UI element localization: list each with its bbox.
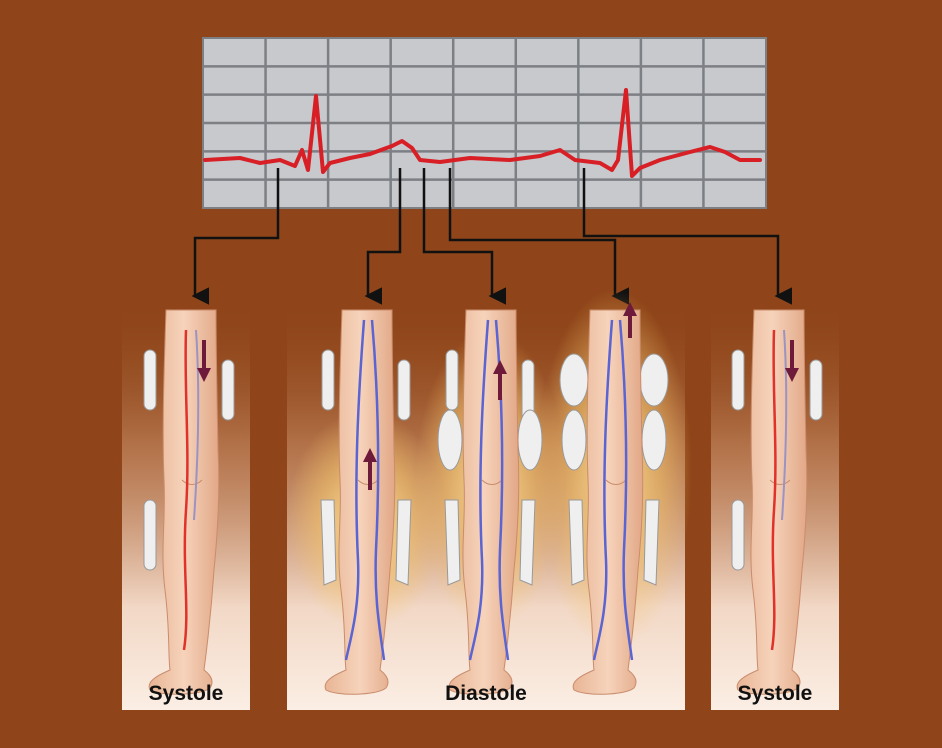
phase-label-systole-right: Systole xyxy=(738,682,813,705)
compression-cuff-inflated xyxy=(569,500,584,585)
compression-cuff xyxy=(732,500,744,570)
compression-cuff-inflated xyxy=(321,500,336,585)
compression-cuff xyxy=(810,360,822,420)
compression-cuff xyxy=(322,350,334,410)
compression-cuff xyxy=(144,350,156,410)
compression-cuff-inflated xyxy=(640,354,668,406)
compression-cuff-inflated xyxy=(445,500,460,585)
compression-cuff xyxy=(398,360,410,420)
compression-cuff xyxy=(222,360,234,420)
compression-cuff-inflated xyxy=(520,500,535,585)
compression-cuff xyxy=(446,350,458,410)
compression-cuff xyxy=(732,350,744,410)
compression-cuff xyxy=(144,500,156,570)
compression-cuff-inflated xyxy=(396,500,411,585)
compression-cuff-inflated xyxy=(560,354,588,406)
compression-cuff-inflated xyxy=(438,410,462,470)
compression-cuff-inflated xyxy=(644,500,659,585)
compression-cuff-inflated xyxy=(562,410,586,470)
compression-cuff-inflated xyxy=(642,410,666,470)
phase-label-diastole: Diastole xyxy=(445,682,527,705)
compression-cuff-inflated xyxy=(518,410,542,470)
phase-label-systole-left: Systole xyxy=(149,682,224,705)
ecg-strip xyxy=(203,38,766,208)
